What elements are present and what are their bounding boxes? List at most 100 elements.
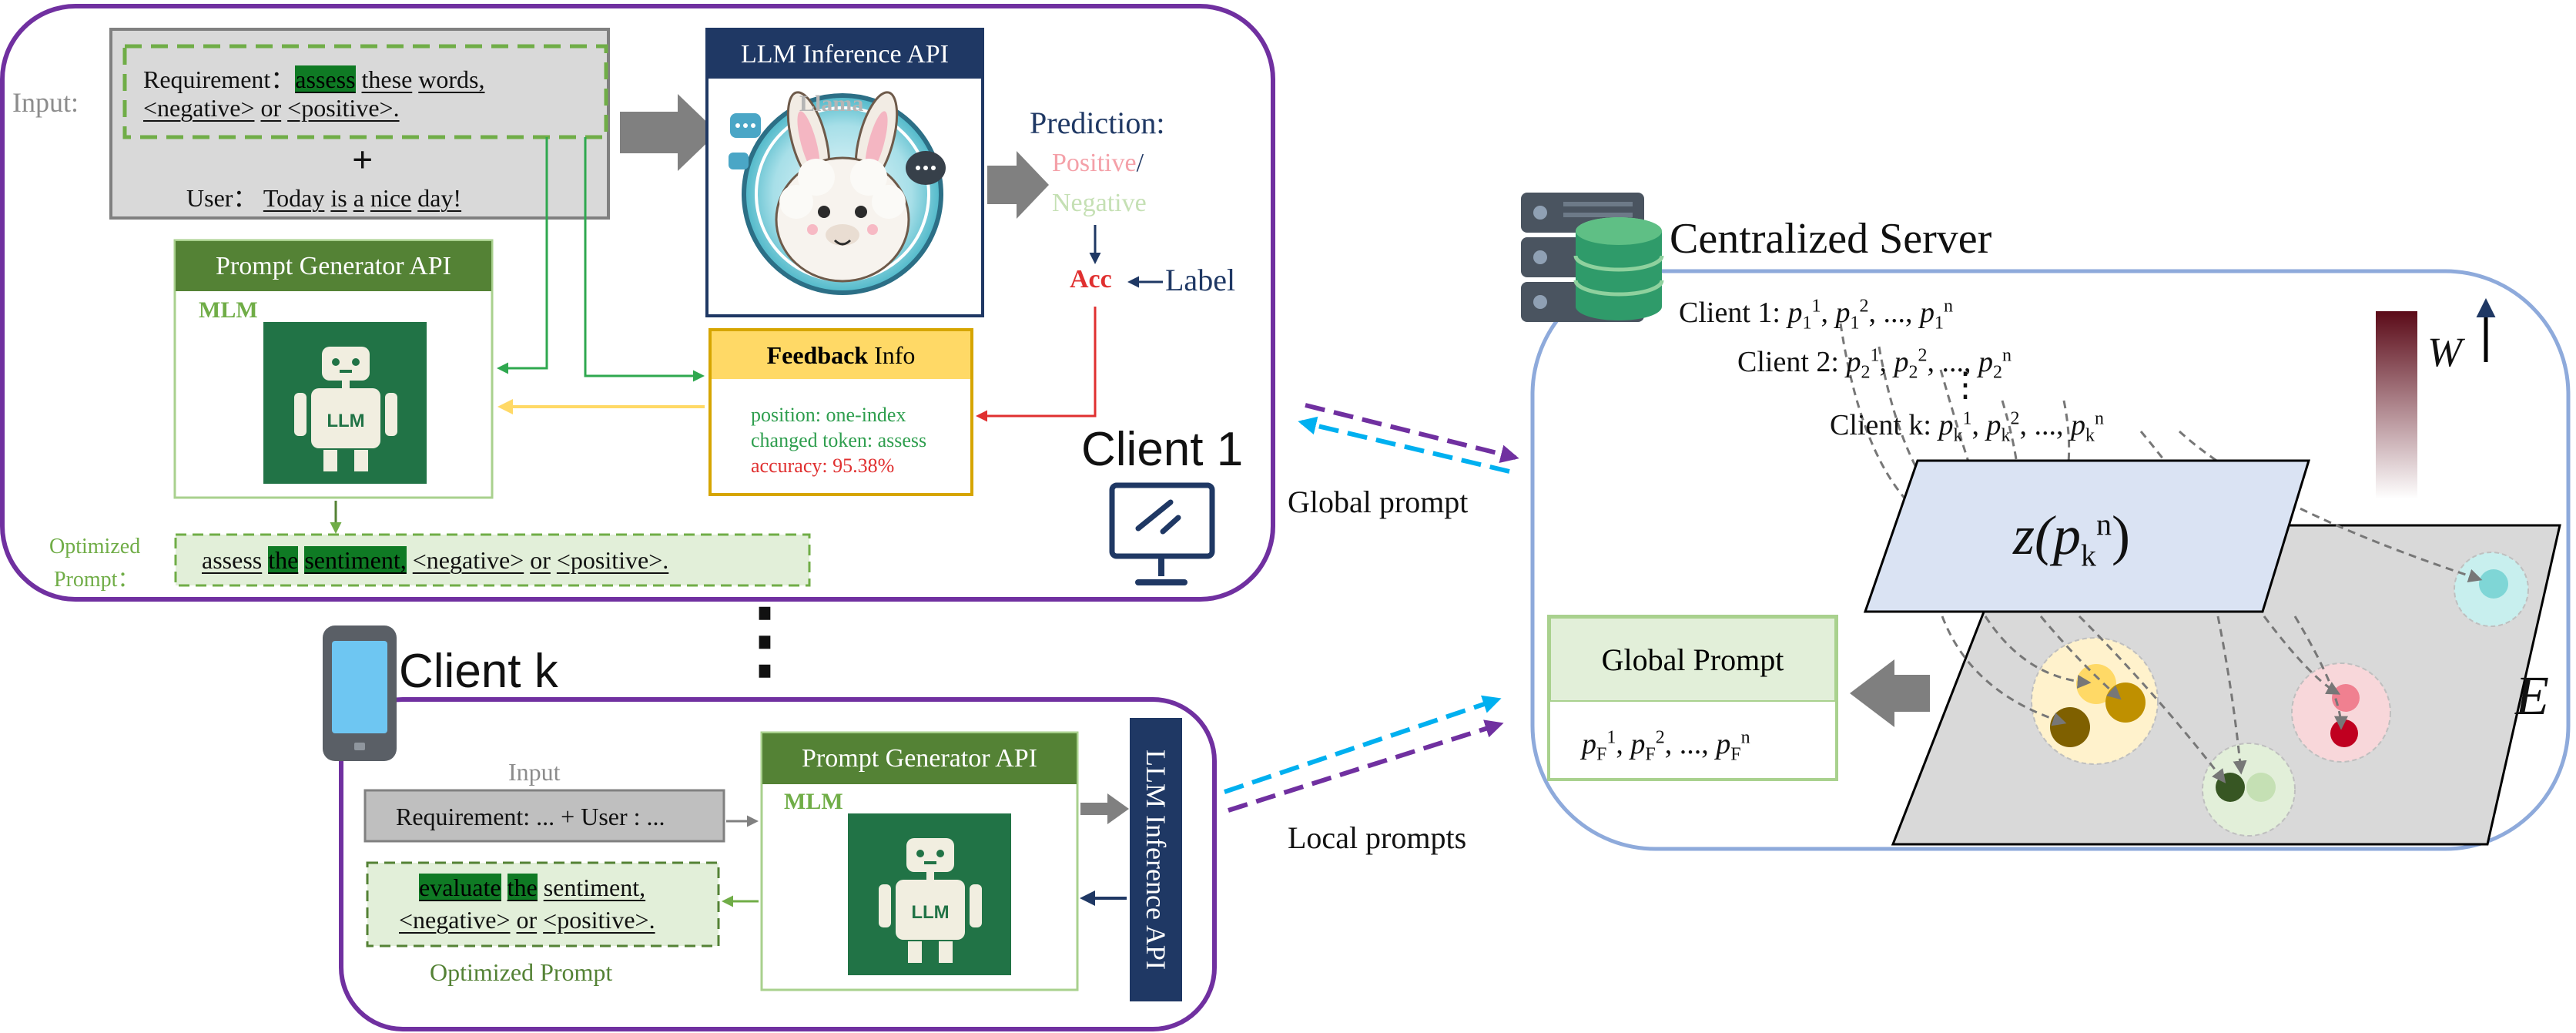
global-prompt-purple-arrow [1305,403,1519,464]
p-sub: 2 [1908,362,1918,383]
clientk-to-llm-arrow [1080,793,1129,824]
chat-bubble-icon [729,113,946,185]
optimized-word-sentiment: sentiment, [304,546,407,574]
user-word-is: is [330,184,347,212]
p-sup: n [2002,345,2012,366]
server-client2-row: Client 2: p21, p22, ..., p2n [1737,345,2012,384]
ellipsis: ..., [1679,728,1709,760]
sep: , [1927,346,1935,378]
user-word-nice: nice [370,184,412,212]
clientk-word-negative: <negative> [399,906,511,934]
z-p: p [2053,505,2081,566]
z-sub: k [2081,538,2096,573]
sep: , [1868,297,1876,329]
clientk-input-label: Input [508,758,561,786]
client1-input-label: Input: [12,87,79,118]
local-prompts-arrow-label: Local prompts [1288,820,1467,855]
client1-requirement-dashed-box [122,44,608,139]
client1-requirement-line2: <negative> or <positive>. [143,94,400,122]
global-prompt-arrow-label: Global prompt [1288,485,1469,519]
sep: , [1879,346,1887,378]
ellipsis: ..., [1941,346,1971,378]
client1-llm-api-header [708,31,981,79]
feedback-title-rest: Info [868,340,916,369]
p-sup: 1 [1870,345,1880,366]
server-client1-label: Client 1: [1679,297,1780,329]
clientk-name: Client k [399,645,558,698]
clientk-word-or: or [516,906,538,934]
p-sup: 1 [1962,408,1972,429]
client1-name: Client 1 [1081,423,1244,476]
server-client2-label: Client 2: [1737,346,1839,378]
ellipsis: ..., [2034,409,2064,441]
global-prompt-title: Global Prompt [1601,642,1784,677]
requirement-word-or: or [260,94,282,122]
p-letter: p [1978,346,1993,378]
w-gradient-bar [2376,311,2417,499]
clientk-mlm-label: MLM [784,789,843,814]
feedback-changed: changed token: assess [751,429,927,451]
p-sub: k [1953,425,1963,446]
clientk-input-text: Requirement: ... + User : ... [396,803,665,830]
server-clientk-label: Client k: [1830,409,1931,441]
vertical-dots: ⋮ [722,593,807,687]
clientk-input-box [363,789,725,843]
user-word-day: day! [417,184,462,212]
sep: , [1971,409,1979,441]
feedback-accuracy: accuracy: 95.38% [751,454,895,477]
w-label: W [2427,329,2462,375]
p-sup: 1 [1811,296,1821,317]
client1-optimized-text: assess the sentiment, <negative> or <pos… [202,546,668,575]
p-sup: n [1943,296,1953,317]
local-prompts-cyan-arrow [1224,695,1502,794]
robot-icon: LLM [263,322,427,484]
client1-requirement-line1: Requirement：assess these words, [143,60,484,96]
acc-to-feedback-arrow [976,307,1097,422]
svg-text:LLM: LLM [327,411,364,431]
p-sub: F [1730,744,1741,765]
client1-llm-api-title: LLM Inference API [740,40,949,69]
p-sub: F [1645,744,1656,765]
prediction-positive: Positive [1052,149,1137,177]
p-sub: k [2001,425,2011,446]
server-container [1530,269,2571,851]
cluster-green [2202,743,2296,837]
client1-prompt-gen-title: Prompt Generator API [216,251,451,280]
p-sup: 2 [1655,727,1665,748]
p-letter: p [1582,728,1596,760]
cluster-cyan [2454,552,2529,627]
z-close: ) [2112,505,2130,566]
requirement-word-assess: assess [295,65,356,93]
feedback-position: position: one-index [751,404,906,426]
sep: , [2019,409,2027,441]
p-sup: 2 [1859,296,1869,317]
prediction-slash: / [1136,149,1144,177]
local-prompts-purple-arrow [1228,719,1504,813]
p-sup: 2 [2010,408,2020,429]
phone-icon [323,626,397,761]
clusters-to-global-prompt-arrow [1850,659,1930,727]
ellipsis: ..., [1883,297,1913,329]
server-client1-row: Client 1: p11, p12, ..., p1n [1679,296,1953,334]
requirement-word-words: words, [418,65,485,93]
global-prompt-cyan-arrow [1298,416,1510,474]
optimized-prompt-label-2: Prompt： [54,568,139,592]
p-sub: 1 [1934,313,1944,334]
cluster-yellow [2031,637,2159,765]
llama-label: Llama [799,91,864,116]
p-sup: 1 [1606,727,1616,748]
clientk-llm-api-vertical-title: LLM Inference API [1141,750,1171,970]
p-letter: p [1630,728,1646,760]
clientk-optimized-label: Optimized Prompt [430,958,613,986]
optimized-word-the: the [268,546,299,574]
p-letter: p [1835,297,1851,329]
requirement-word-positive: <positive>. [287,94,400,122]
client1-prompt-gen-header [176,241,491,291]
z-plane [1863,459,2311,613]
client1-user-line: User： Today is a nice day! [186,179,461,214]
p-sub: 2 [1992,362,2002,383]
sep: , [1821,297,1828,329]
p-sup: n [2094,408,2104,429]
input-to-prompt-gen-line [497,137,548,374]
